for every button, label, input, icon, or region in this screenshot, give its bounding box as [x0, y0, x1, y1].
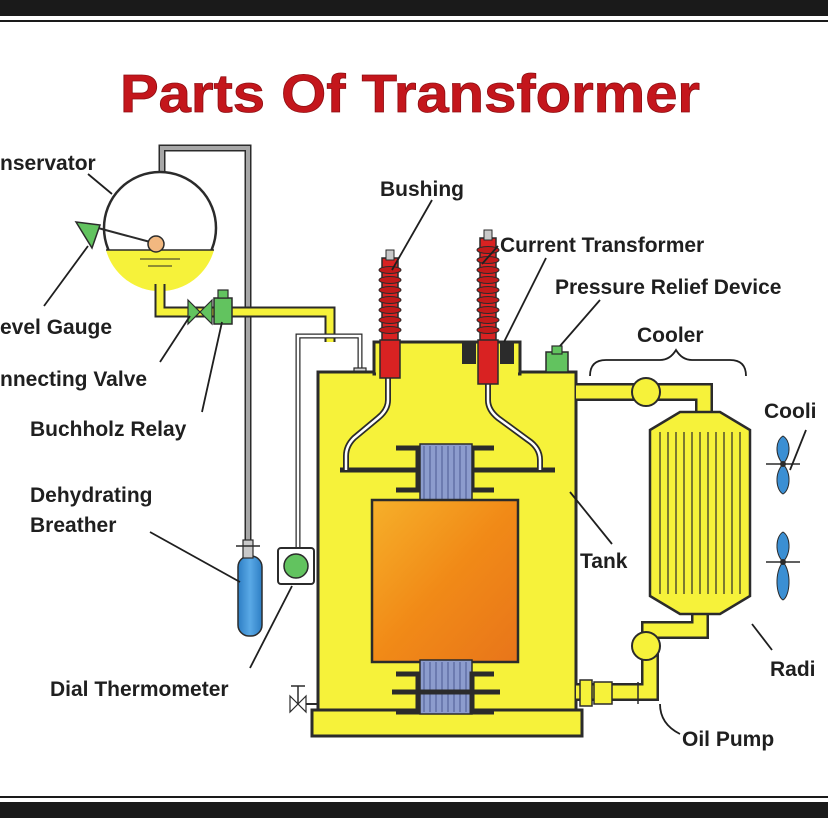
leader-oil-pump	[659, 703, 681, 735]
leader-bushing-right	[481, 245, 499, 265]
float-arm	[97, 227, 155, 244]
label-pressure-relief-device: Pressure Relief Device	[555, 276, 781, 299]
label-dehydrating-breather-line2: Breather	[30, 514, 116, 537]
leader-bushing	[391, 199, 433, 271]
oil-pump-body	[593, 681, 613, 705]
label-dehydrating-breather-line1: Dehydrating	[30, 484, 153, 507]
transformer-core	[370, 498, 520, 664]
connecting-valve-right	[199, 298, 213, 326]
leader-breather	[149, 531, 241, 583]
leader-connecting-valve	[159, 315, 191, 363]
label-oil-pump: Oil Pump	[682, 728, 774, 751]
tank-dome-joint	[376, 366, 518, 376]
drain-valve-left	[289, 694, 299, 714]
buchholz-relay-top	[217, 289, 229, 299]
label-dial-thermometer: Dial Thermometer	[50, 678, 229, 701]
frame-top	[0, 0, 828, 16]
drain-valve-right	[297, 694, 307, 714]
float-ball	[147, 235, 165, 253]
label-level-gauge: evel Gauge	[0, 316, 112, 339]
leader-current-transformer	[503, 257, 547, 343]
oil-pump-flange	[579, 679, 593, 707]
dehydrating-breather	[237, 555, 263, 637]
current-transformer-right	[500, 342, 514, 364]
conservator-oil	[106, 250, 214, 292]
leader-radiator	[751, 623, 773, 651]
buchholz-relay	[213, 297, 233, 325]
connecting-valve-left	[187, 298, 201, 326]
label-connecting-valve: nnecting Valve	[0, 368, 147, 391]
thermometer-tube	[296, 334, 362, 548]
current-transformer-left	[462, 342, 476, 364]
leader-tank	[569, 491, 613, 545]
label-conservator: nservator	[0, 152, 96, 175]
leader-cooling-fan	[789, 429, 807, 471]
cooler-top-valve	[631, 377, 661, 407]
top-winding-turns	[423, 446, 467, 506]
frame-bottom	[0, 802, 828, 818]
oil-pipe	[156, 284, 334, 342]
lead-left	[344, 374, 390, 470]
pressure-relief-cap	[551, 345, 563, 355]
breather-neck	[242, 539, 254, 559]
leader-conservator	[87, 173, 113, 195]
cooler-bottom-valve	[631, 631, 661, 661]
page-title: Parts Of Transformer	[120, 64, 700, 124]
radiator-fins	[659, 432, 741, 594]
leader-level-gauge	[43, 245, 89, 307]
bushing-right	[476, 229, 500, 385]
label-current-transformer: Current Transformer	[500, 234, 704, 257]
label-cooler: Cooler	[637, 324, 704, 347]
bottom-winding-turns	[423, 662, 467, 712]
cooling-fan-bottom	[766, 531, 800, 601]
label-radiator: Radi	[770, 658, 816, 681]
bushing-left	[378, 249, 402, 379]
label-buchholz-relay: Buchholz Relay	[30, 418, 187, 441]
leader-lines	[43, 173, 807, 735]
lead-right	[486, 374, 542, 470]
cooling-fan-top	[766, 435, 800, 495]
cooler-top-pipe	[576, 385, 711, 420]
label-bushing: Bushing	[380, 178, 464, 201]
dial-thermometer-dial	[283, 553, 309, 579]
label-cooling-fan: Cooli	[764, 400, 817, 423]
pressure-relief-device	[545, 351, 569, 373]
top-winding	[419, 443, 473, 509]
leader-pressure-relief	[559, 299, 601, 347]
breather-pipe	[160, 146, 250, 540]
bottom-winding	[419, 659, 473, 715]
leader-buchholz	[201, 321, 223, 413]
leader-dial-thermometer	[249, 585, 293, 669]
level-gauge-icon	[74, 221, 102, 250]
label-tank: Tank	[580, 550, 628, 573]
leader-cooler-brace	[589, 348, 747, 377]
top-clamp-left	[396, 445, 421, 493]
